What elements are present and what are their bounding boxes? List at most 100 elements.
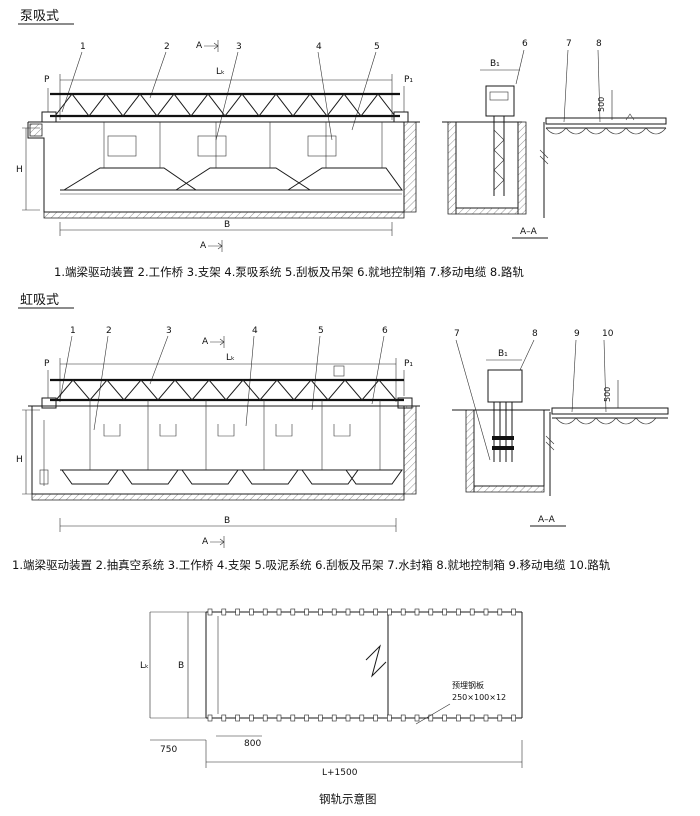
callout-s2-1: 1 [70,326,76,336]
embedded-plate [414,608,420,616]
callout-5: 5 [374,42,380,52]
embedded-plate [221,608,227,616]
callout-3: 3 [236,42,242,52]
siphon-section: 虹吸式 1 2 3 4 5 6 A A Lₖ P P₁ [12,293,669,572]
section2-cross-section: 7 8 9 10 B₁ 500 [452,329,669,527]
embedded-plate [249,608,254,616]
embedded-plate [428,608,434,616]
s2-lk-dimension: Lₖ [226,353,235,363]
embedded-plate [318,608,323,616]
h-label: H [16,165,23,175]
embedded-plate [290,714,296,722]
height-500: 500 [597,97,606,112]
plate-size: 250×100×12 [452,693,506,702]
dim-l1500: L+1500 [322,768,358,778]
work-bridge-truss [41,92,409,123]
embedded-plate [331,608,337,616]
embedded-plate [207,714,213,722]
s2-work-bridge-truss [41,378,413,409]
s2-b-dimension: B [224,516,230,526]
plate-name: 预埋钢板 [452,680,484,690]
embedded-plate [235,608,240,616]
embedded-plate [483,608,489,616]
dim-750: 750 [160,745,177,755]
embedded-plate [442,714,447,722]
s2-p1-label: P₁ [404,359,413,369]
callout-1: 1 [80,42,86,52]
embedded-plate [497,608,503,616]
p-label: P [44,75,50,85]
section1-callouts: 1 2 3 4 5 [61,42,380,141]
callout-4: 4 [316,42,322,52]
section2-title: 虹吸式 [20,293,59,308]
embedded-plate [414,714,420,722]
embedded-plate [235,714,240,722]
embedded-plates [207,608,516,722]
embedded-plate [442,608,447,616]
s2-b1-dimension: B₁ [498,349,508,359]
callout-s2-8: 8 [532,329,538,339]
embedded-plate [483,714,489,722]
embedded-plate [221,714,227,722]
embedded-plate [207,608,213,616]
callout-s2-3: 3 [166,326,172,336]
embedded-plate [331,714,337,722]
b-dimension: B [224,220,230,230]
callout-8: 8 [596,39,602,49]
section-mark-a-bottom: A [200,241,207,251]
s2-height-500: 500 [603,387,612,402]
section1-cross-section: 6 7 8 B₁ 500 [442,39,667,239]
embedded-plate [359,714,365,722]
section2-legend: 1.端梁驱动装置 2.抽真空系统 3.工作桥 4.支架 5.吸泥系统 6.刮板及… [12,558,611,572]
scraper-hoppers [60,122,403,195]
embedded-plate [400,714,406,722]
section-mark-a-top: A [196,41,203,51]
embedded-plate [249,714,254,722]
callout-s2-10: 10 [602,329,614,339]
embedded-plate [276,608,282,616]
callout-6: 6 [522,39,528,49]
rail-lk-label: Lₖ [140,661,149,671]
callout-2: 2 [164,42,170,52]
embedded-plate [345,608,351,616]
embedded-plate [304,714,309,722]
embedded-plate [373,608,378,616]
p1-label: P₁ [404,75,413,85]
section1-title: 泵吸式 [20,9,59,24]
s2-sludge-hoppers [60,400,403,485]
callout-s2-9: 9 [574,329,580,339]
embedded-plate [387,714,392,722]
dim-800: 800 [244,739,261,749]
pump-suction-section: 泵吸式 1 2 3 4 5 A A Lₖ P P₁ [16,9,667,279]
section2-mark-a-bottom: A [202,537,209,547]
rail-layout-section: Lₖ B 预埋钢板 250×100×12 750 800 L+1500 钢轨示意… [140,608,523,806]
embedded-plate [511,608,516,616]
s2-h-label: H [16,455,23,465]
tank-section2 [28,405,420,501]
embedded-plate [290,608,296,616]
embedded-plate [345,714,351,722]
embedded-plate [511,714,516,722]
callout-s2-7: 7 [454,329,460,339]
embedded-plate [387,608,392,616]
section3-title: 钢轨示意图 [319,792,377,806]
embedded-plate [456,714,461,722]
lk-dimension: Lₖ [216,67,225,77]
embedded-plate [469,714,475,722]
embedded-plate [497,714,503,722]
s2-section-aa-label: A–A [538,515,556,525]
embedded-plate [373,714,378,722]
tank-section1 [27,121,420,219]
callout-7: 7 [566,39,572,49]
rail-b-label: B [178,661,184,671]
callout-s2-6: 6 [382,326,388,336]
callout-s2-5: 5 [318,326,324,336]
embedded-plate [318,714,323,722]
section1-legend: 1.端梁驱动装置 2.工作桥 3.支架 4.泵吸系统 5.刮板及吊架 6.就地控… [54,265,524,279]
embedded-plate [262,714,268,722]
section-aa-label: A–A [520,227,538,237]
s2-p-label: P [44,359,50,369]
embedded-plate [400,608,406,616]
section2-mark-a-top: A [202,337,209,347]
